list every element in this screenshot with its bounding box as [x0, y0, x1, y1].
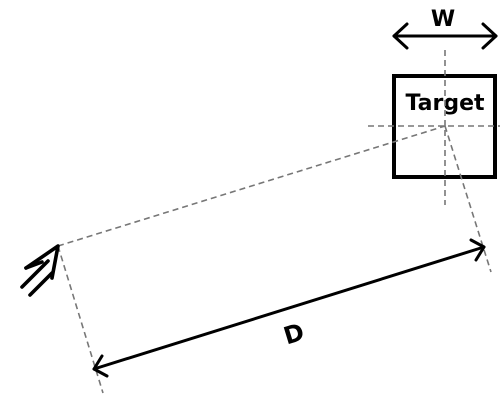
cursor-to-target-guide — [57, 125, 446, 247]
distance-dimension-arrow — [92, 238, 486, 378]
target-crosshair — [368, 50, 500, 205]
width-label: W — [431, 7, 455, 32]
width-dimension-arrow — [392, 22, 498, 50]
distance-label: D — [280, 318, 307, 351]
distance-extension-lines — [57, 125, 492, 394]
mouse-pointer-arrow-icon — [20, 244, 60, 297]
